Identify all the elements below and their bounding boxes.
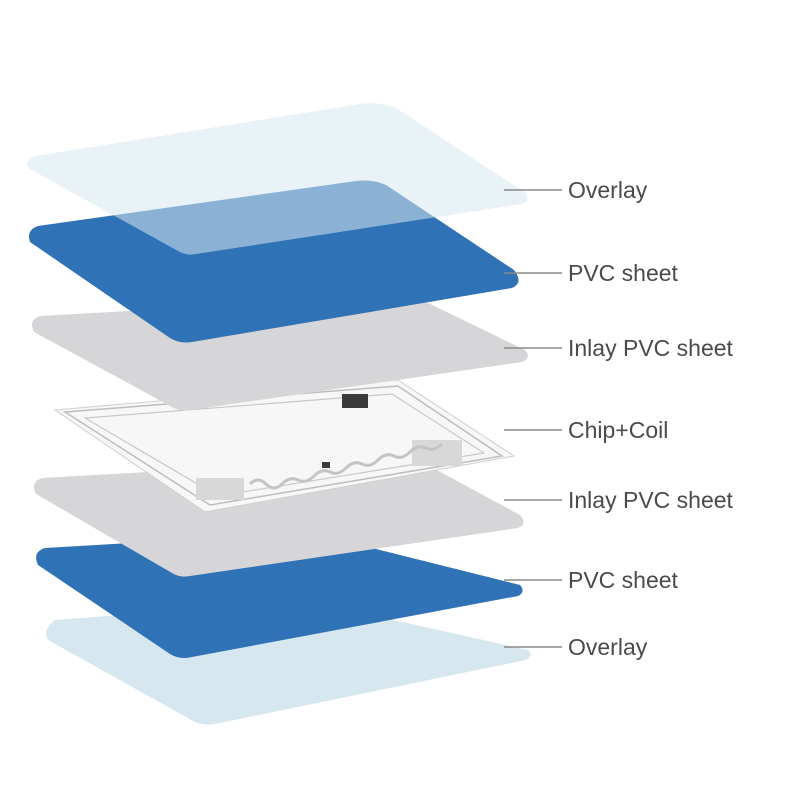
layer-inlay-pvc-lower [34, 457, 524, 577]
label-pvc-sheet-top: PVC sheet [568, 260, 679, 286]
coil-pad-left [196, 478, 244, 500]
layer-chip-coil [53, 379, 516, 513]
coil-pad-right [412, 440, 462, 466]
label-pvc-sheet-bottom: PVC sheet [568, 567, 679, 593]
coil-antenna-wave [248, 442, 444, 490]
label-overlay-top: Overlay [568, 177, 648, 203]
chip-module [342, 394, 368, 408]
coil-inner-trace [83, 393, 486, 497]
label-overlay-bottom: Overlay [568, 634, 648, 660]
label-inlay-pvc-lower: Inlay PVC sheet [568, 487, 734, 513]
layer-overlay-top [27, 103, 528, 255]
leader-lines [504, 189, 562, 648]
chip-die [322, 462, 330, 468]
label-chip-coil: Chip+Coil [568, 417, 668, 443]
label-inlay-pvc-upper: Inlay PVC sheet [568, 335, 734, 361]
